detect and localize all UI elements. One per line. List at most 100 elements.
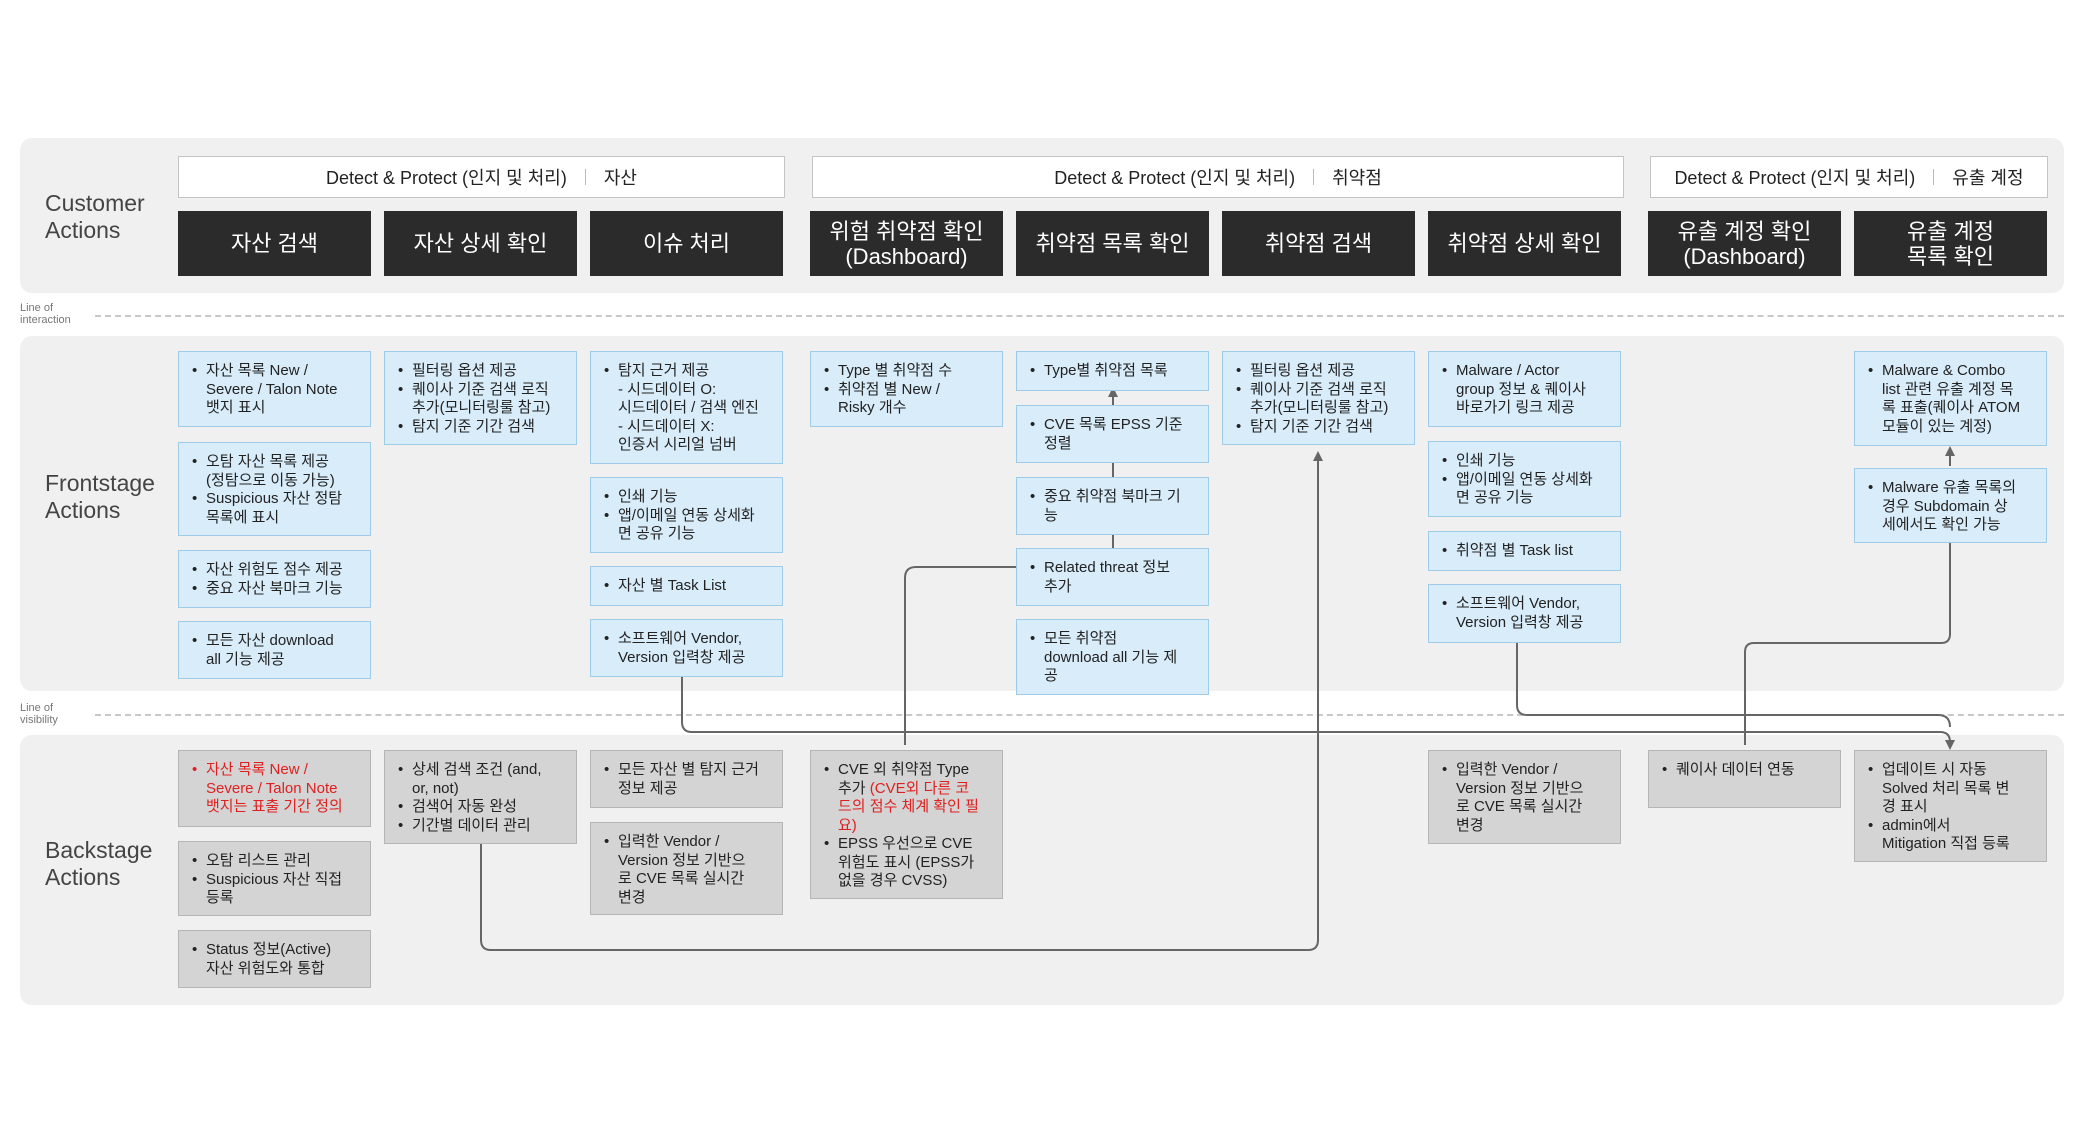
bullet-item: 앱/이메일 연동 상세화 면 공유 기능 [603, 507, 770, 544]
bullet-item: 모든 자산 download all 기능 제공 [191, 632, 358, 669]
bullet-item: 퀘이사 기준 검색 로직 추가(모니터링룰 참고) [1235, 381, 1402, 418]
line-of-visibility [95, 714, 2064, 716]
back-vuln-cve-realtime-box: 입력한 Vendor / Version 정보 기반으 로 CVE 목록 실시간… [1428, 750, 1621, 844]
bullet-item: Suspicious 자산 직접 등록 [191, 871, 358, 908]
bullet-item: 필터링 옵션 제공 [1235, 362, 1402, 381]
action-vuln-detail: 취약점 상세 확인 [1428, 211, 1621, 276]
bullet-item: 소프트웨어 Vendor, Version 입력창 제공 [603, 630, 770, 667]
front-asset-download-box: 모든 자산 download all 기능 제공 [178, 621, 371, 679]
front-asset-software-input-box: 소프트웨어 Vendor, Version 입력창 제공 [590, 619, 783, 677]
bullet-item: 인쇄 기능 [603, 488, 770, 507]
action-leak-list: 유출 계정 목록 확인 [1854, 211, 2047, 276]
line-of-visibility-text: Line of visibility [20, 702, 58, 726]
bullet-item: 탐지 기준 기간 검색 [397, 418, 564, 437]
bullet-item: 오탐 리스트 관리 [191, 852, 358, 871]
front-cve-epss-sort-box: CVE 목록 EPSS 기준 정렬 [1016, 405, 1209, 463]
category-vulnerability-sub: 취약점 [1332, 168, 1382, 188]
bullet-item: 취약점 별 Task list [1441, 542, 1608, 561]
action-asset-detail: 자산 상세 확인 [384, 211, 577, 276]
front-vuln-print-box: 인쇄 기능앱/이메일 연동 상세화 면 공유 기능 [1428, 441, 1621, 517]
category-vulnerability: Detect & Protect (인지 및 처리) 취약점 [812, 156, 1624, 198]
bullet-item: Type별 취약점 목록 [1029, 362, 1196, 381]
category-asset-main: Detect & Protect (인지 및 처리) [326, 168, 567, 188]
action-vuln-search: 취약점 검색 [1222, 211, 1415, 276]
action-issue-handling: 이슈 처리 [590, 211, 783, 276]
category-separator [1933, 169, 1935, 185]
action-risk-vuln-dashboard: 위험 취약점 확인 (Dashboard) [810, 211, 1003, 276]
bullet-item: 자산 별 Task List [603, 577, 770, 596]
back-cve-type-note: (CVE외 다른 코 드의 점수 체계 확인 필 요) [838, 779, 979, 834]
line-of-interaction-label: Line of interaction [20, 302, 110, 326]
bullet-item: 입력한 Vendor / Version 정보 기반으 로 CVE 목록 실시간… [1441, 761, 1608, 835]
front-vuln-filter-box: 필터링 옵션 제공퀘이사 기준 검색 로직 추가(모니터링룰 참고)탐지 기준 … [1222, 351, 1415, 445]
back-quasar-data-box: 퀘이사 데이터 연동 [1648, 750, 1841, 808]
line-of-interaction [95, 315, 2064, 317]
bullet-item: 소프트웨어 Vendor, Version 입력창 제공 [1441, 595, 1608, 632]
bullet-item: Related threat 정보 추가 [1029, 559, 1196, 596]
bullet-item: 중요 자산 북마크 기능 [191, 580, 358, 599]
back-detection-evidence-box: 모든 자산 별 탐지 근거 정보 제공 [590, 750, 783, 808]
bullet-item: Malware 유출 목록의 경우 Subdomain 상 세에서도 확인 가능 [1867, 479, 2034, 535]
bullet-item: 상세 검색 조건 (and, or, not) [397, 761, 564, 798]
bullet-item: 모든 취약점 download all 기능 제 공 [1029, 630, 1196, 686]
front-type-vuln-count-box: Type 별 취약점 수취약점 별 New / Risky 개수 [810, 351, 1003, 427]
bullet-item: Malware / Actor group 정보 & 퀘이사 바로가기 링크 제… [1441, 362, 1608, 418]
front-asset-print-box: 인쇄 기능앱/이메일 연동 상세화 면 공유 기능 [590, 477, 783, 553]
category-vulnerability-main: Detect & Protect (인지 및 처리) [1054, 168, 1296, 188]
bullet-item: 취약점 별 New / Risky 개수 [823, 381, 990, 418]
bullet-item: 중요 취약점 북마크 기 능 [1029, 488, 1196, 525]
category-leaked-account: Detect & Protect (인지 및 처리) 유출 계정 [1650, 156, 2048, 198]
back-cve-type-text: CVE 외 취약점 Type 추가 [838, 761, 970, 797]
front-asset-task-list-box: 자산 별 Task List [590, 566, 783, 606]
back-cve-type-item: CVE 외 취약점 Type 추가 (CVE외 다른 코 드의 점수 체계 확인… [823, 761, 990, 835]
bullet-item: 필터링 옵션 제공 [397, 362, 564, 381]
front-vuln-software-input-box: 소프트웨어 Vendor, Version 입력창 제공 [1428, 584, 1621, 643]
bullet-item: 입력한 Vendor / Version 정보 기반으 로 CVE 목록 실시간… [603, 833, 770, 907]
action-asset-search: 자산 검색 [178, 211, 371, 276]
bullet-item: 앱/이메일 연동 상세화 면 공유 기능 [1441, 471, 1608, 508]
backstage-actions-label: Backstage Actions [45, 837, 153, 890]
bullet-item: admin에서 Mitigation 직접 등록 [1867, 817, 2034, 854]
front-malware-combo-box: Malware & Combo list 관련 유출 계정 목 록 표출(퀘이사… [1854, 351, 2047, 446]
category-asset: Detect & Protect (인지 및 처리) 자산 [178, 156, 785, 198]
back-badge-period-box: 자산 목록 New / Severe / Talon Note 뱃지는 표출 기… [178, 750, 371, 827]
bullet-item: Malware & Combo list 관련 유출 계정 목 록 표출(퀘이사… [1867, 362, 2034, 436]
front-vuln-bookmark-box: 중요 취약점 북마크 기 능 [1016, 477, 1209, 535]
category-asset-sub: 자산 [603, 168, 637, 188]
front-detection-evidence-box: 탐지 근거 제공 - 시드데이터 O: 시드데이터 / 검색 엔진 - 시드데이… [590, 351, 783, 464]
back-detailed-search-box: 상세 검색 조건 (and, or, not)검색어 자동 완성기간별 데이터 … [384, 750, 577, 844]
customer-actions-label: Customer Actions [45, 190, 145, 243]
bullet-item: 업데이트 시 자동 Solved 처리 목록 변 경 표시 [1867, 761, 2034, 817]
bullet-item: 자산 위험도 점수 제공 [191, 561, 358, 580]
frontstage-actions-title: Frontstage Actions [45, 470, 155, 524]
back-cve-type-epss-box: CVE 외 취약점 Type 추가 (CVE외 다른 코 드의 점수 체계 확인… [810, 750, 1003, 899]
front-asset-filter-box: 필터링 옵션 제공퀘이사 기준 검색 로직 추가(모니터링룰 참고)탐지 기준 … [384, 351, 577, 445]
front-vuln-task-list-box: 취약점 별 Task list [1428, 531, 1621, 571]
back-asset-cve-realtime-box: 입력한 Vendor / Version 정보 기반으 로 CVE 목록 실시간… [590, 822, 783, 915]
bullet-item: Suspicious 자산 정탐 목록에 표시 [191, 490, 358, 527]
front-asset-risk-box: 자산 위험도 점수 제공중요 자산 북마크 기능 [178, 550, 371, 608]
back-epss-priority-item: EPSS 우선으로 CVE 위험도 표시 (EPSS가 없을 경우 CVSS) [823, 835, 990, 891]
line-of-interaction-text: Line of interaction [20, 302, 71, 326]
front-vuln-download-box: 모든 취약점 download all 기능 제 공 [1016, 619, 1209, 695]
bullet-item: 기간별 데이터 관리 [397, 817, 564, 836]
customer-actions-title: Customer Actions [45, 190, 145, 244]
backstage-actions-title: Backstage Actions [45, 837, 152, 891]
bullet-item: CVE 목록 EPSS 기준 정렬 [1029, 416, 1196, 453]
bullet-item: 자산 목록 New / Severe / Talon Note 뱃지 표시 [191, 362, 358, 418]
category-separator [584, 169, 586, 185]
bullet-item: 퀘이사 데이터 연동 [1661, 761, 1828, 780]
back-auto-solved-box: 업데이트 시 자동 Solved 처리 목록 변 경 표시admin에서 Mit… [1854, 750, 2047, 862]
action-vuln-list: 취약점 목록 확인 [1016, 211, 1209, 276]
front-malware-actor-box: Malware / Actor group 정보 & 퀘이사 바로가기 링크 제… [1428, 351, 1621, 427]
bullet-item: 인쇄 기능 [1441, 452, 1608, 471]
bullet-item: 모든 자산 별 탐지 근거 정보 제공 [603, 761, 770, 798]
category-separator [1313, 169, 1315, 185]
bullet-item: Status 정보(Active) 자산 위험도와 통합 [191, 941, 358, 978]
bullet-item: 탐지 기준 기간 검색 [1235, 418, 1402, 437]
front-malware-subdomain-box: Malware 유출 목록의 경우 Subdomain 상 세에서도 확인 가능 [1854, 468, 2047, 543]
bullet-item: Type 별 취약점 수 [823, 362, 990, 381]
action-leak-dashboard: 유출 계정 확인 (Dashboard) [1648, 211, 1841, 276]
bullet-item: 자산 목록 New / Severe / Talon Note 뱃지는 표출 기… [191, 761, 358, 817]
back-false-positive-mgmt-box: 오탐 리스트 관리Suspicious 자산 직접 등록 [178, 841, 371, 916]
